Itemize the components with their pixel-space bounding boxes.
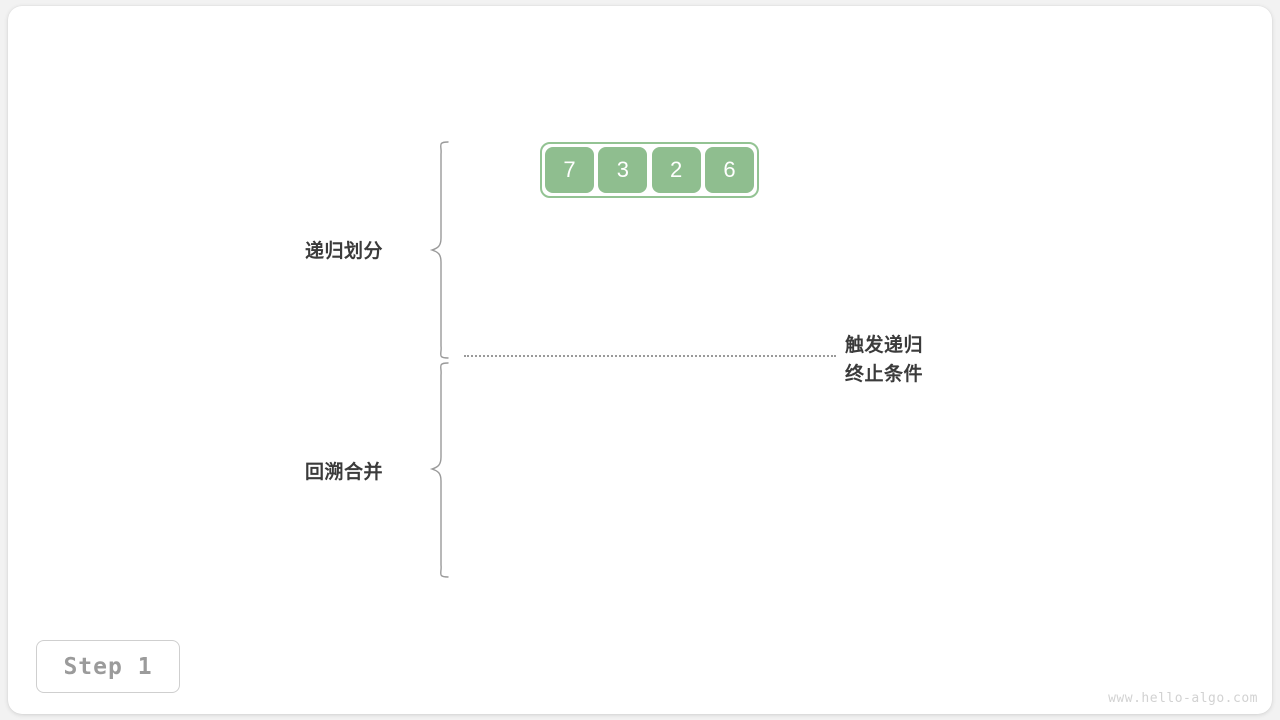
array-cell: 7 [545, 147, 594, 193]
figure-card [8, 6, 1272, 714]
annotation-line-2: 终止条件 [845, 364, 924, 385]
array-container: 7 3 2 6 [540, 142, 759, 198]
section-label-divide: 递归划分 [305, 241, 384, 262]
divide-brace-icon [429, 141, 449, 359]
section-label-merge: 回溯合并 [305, 462, 384, 483]
step-badge: Step 1 [36, 640, 180, 693]
array-cell: 3 [598, 147, 648, 193]
recursion-annotation: 触发递归 终止条件 [845, 331, 923, 389]
recursion-boundary-line [464, 355, 836, 357]
annotation-line-1: 触发递归 [845, 335, 924, 356]
merge-brace-icon [429, 362, 449, 578]
array-cell: 6 [704, 147, 754, 193]
watermark: www.hello-algo.com [1108, 691, 1258, 706]
array-cell: 2 [651, 147, 701, 193]
